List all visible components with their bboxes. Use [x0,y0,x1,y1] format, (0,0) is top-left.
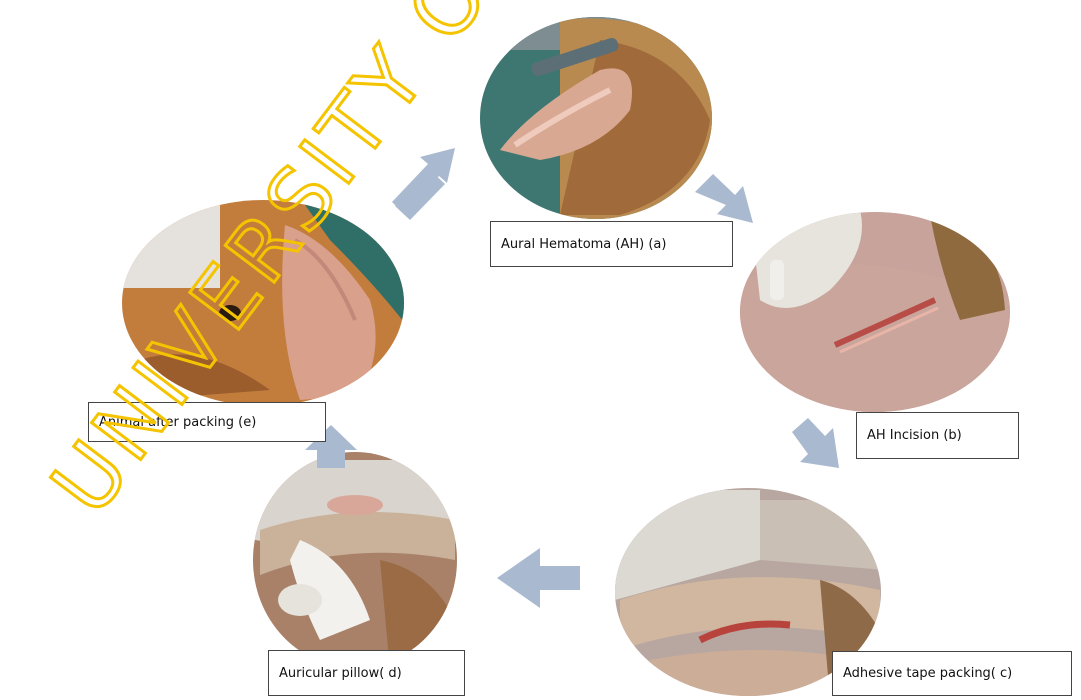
arrow-c-to-d [497,548,580,608]
caption-animal-after-packing: Animal after packing (e) [88,402,326,442]
arrow-e-to-a [392,148,455,220]
photo-animal-after-packing [120,198,410,408]
arrow-a-to-b [695,174,753,223]
caption-aural-hematoma: Aural Hematoma (AH) (a) [490,221,733,267]
caption-ah-incision: AH Incision (b) [856,412,1019,459]
caption-auricular-pillow: Auricular pillow( d) [268,650,465,696]
arrow-b-to-c [792,418,839,468]
photo-aural-hematoma [470,10,730,230]
photo-ah-incision [730,205,1020,420]
photo-auricular-pillow [250,450,460,670]
caption-adhesive-tape-packing: Adhesive tape packing( c) [832,651,1072,696]
